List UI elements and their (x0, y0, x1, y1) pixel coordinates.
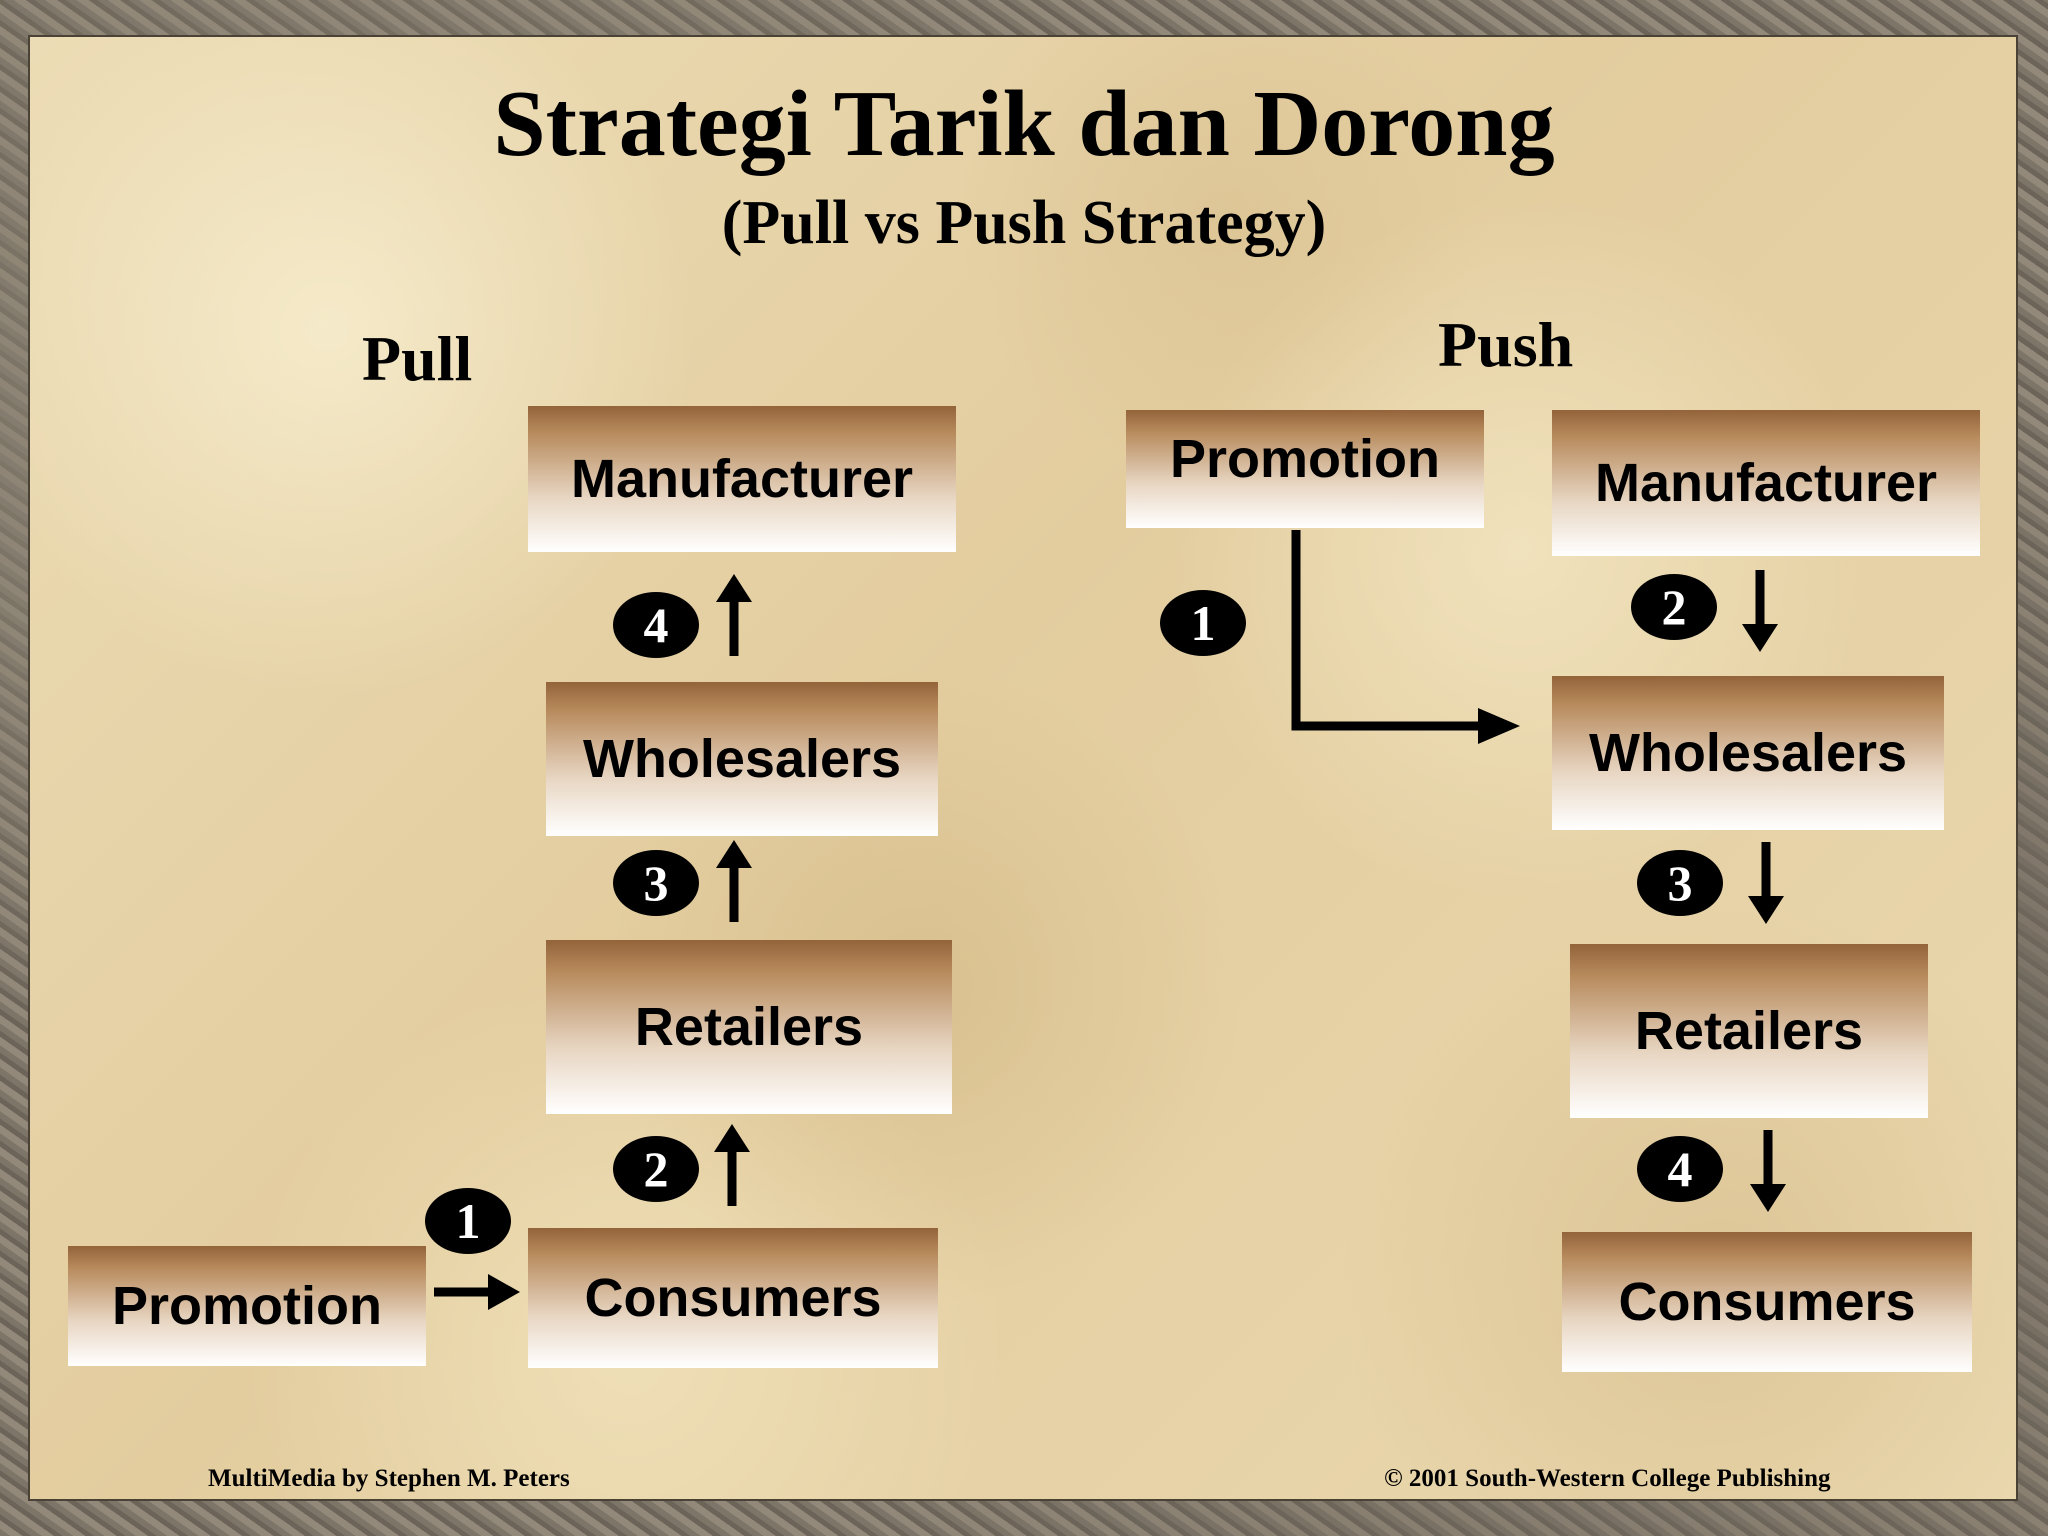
slide-title: Strategi Tarik dan Dorong (493, 72, 1555, 176)
slide-subtitle: (Pull vs Push Strategy) (721, 189, 1327, 257)
push-wholesalers-box: Wholesalers (1552, 676, 1944, 830)
push-down-arrow-3 (1748, 842, 1784, 924)
pull-step-4-badge: 4 (613, 592, 699, 658)
push-step-2-badge: 2 (1631, 574, 1717, 640)
footer-copyright: © 2001 South-Western College Publishing (1384, 1465, 1831, 1492)
push-heading: Push (1438, 309, 1574, 380)
pull-wholesalers-box: Wholesalers (546, 682, 938, 836)
push-down-arrow-2 (1742, 570, 1778, 652)
push-retailers-box: Retailers (1570, 944, 1928, 1118)
pull-step-1-badge: 1 (425, 1188, 511, 1254)
push-step-1-badge: 1 (1160, 590, 1246, 656)
pull-up-arrow-2 (714, 1124, 750, 1206)
pull-heading: Pull (362, 323, 473, 394)
pull-up-arrow-4 (716, 574, 752, 656)
push-down-arrow-4 (1750, 1130, 1786, 1212)
push-promotion-box: Promotion (1126, 410, 1484, 528)
pull-right-arrow-1 (434, 1274, 520, 1310)
pull-retailers-box: Retailers (546, 940, 952, 1114)
push-manufacturer-box: Manufacturer (1552, 410, 1980, 556)
push-consumers-box: Consumers (1562, 1232, 1972, 1372)
pull-step-3-badge: 3 (613, 850, 699, 916)
pull-up-arrow-3 (716, 840, 752, 922)
pull-consumers-box: Consumers (528, 1228, 938, 1368)
push-step-4-badge: 4 (1637, 1136, 1723, 1202)
pull-promotion-box: Promotion (68, 1246, 426, 1366)
footer-credit: MultiMedia by Stephen M. Peters (208, 1465, 570, 1492)
push-elbow-arrow-1 (1291, 530, 1520, 744)
pull-manufacturer-box: Manufacturer (528, 406, 956, 552)
push-step-3-badge: 3 (1637, 850, 1723, 916)
pull-step-2-badge: 2 (613, 1136, 699, 1202)
